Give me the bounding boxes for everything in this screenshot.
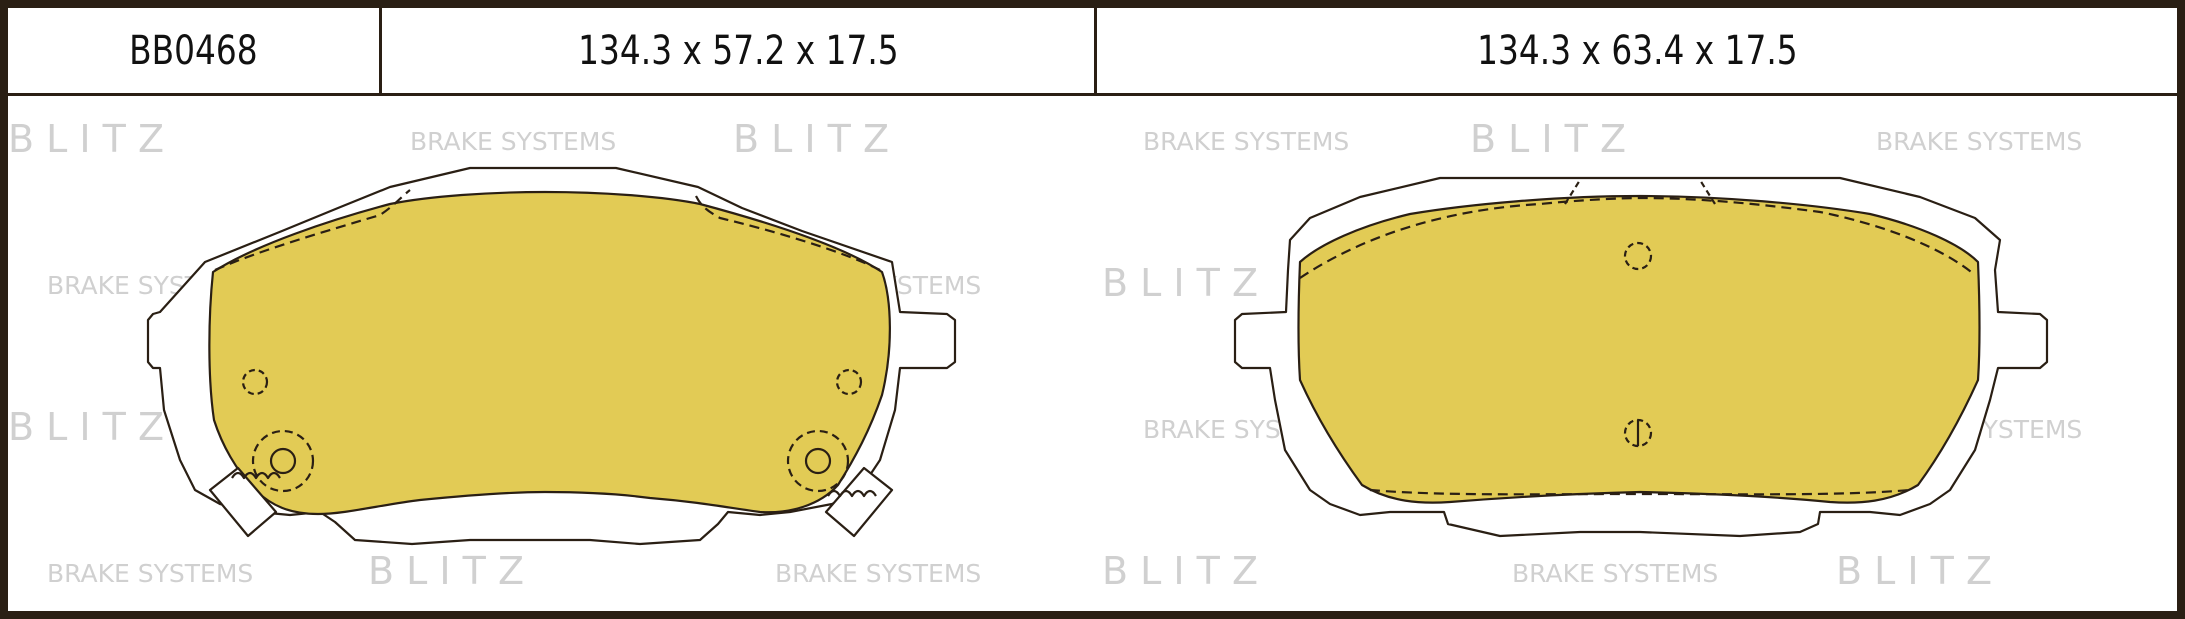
left-pad-dimple (835, 368, 863, 396)
right-dashed-edge (1369, 488, 1911, 496)
left-dimension-cell: 134.3 x 57.2 x 17.5 (382, 8, 1097, 93)
watermark-tagline: BRAKE SYSTEMS (410, 127, 616, 156)
right-dashed-edge (1299, 196, 1976, 279)
watermark-brand: B L I T Z (8, 405, 164, 449)
left-dashed-chamfer (214, 189, 411, 272)
watermark-brand: B L I T Z (368, 549, 524, 593)
right-dimension-cell: 134.3 x 63.4 x 17.5 (1097, 8, 2177, 93)
right-friction-pad (1297, 194, 1981, 504)
left-pad-clip-ring (804, 447, 832, 475)
left-pad-dimensions: 134.3 x 57.2 x 17.5 (577, 27, 899, 74)
watermark-tagline: BRAKE SYSTEMS (1876, 127, 2082, 156)
left-friction-pad (208, 190, 891, 516)
left-wear-spring (208, 466, 281, 538)
left-pad-dimple (241, 368, 269, 396)
watermark-brand: B L I T Z (1470, 117, 1626, 161)
code-cell: BB0468 (8, 8, 382, 93)
left-brake-pad (146, 166, 957, 546)
watermark-brand: B L I T Z (1102, 261, 1258, 305)
right-chamfer-mark (1564, 179, 1716, 205)
watermark-brand: B L I T Z (1836, 549, 1992, 593)
right-brake-pad (1233, 176, 2049, 538)
watermark-tagline: BRAKE SYSTEMS (1512, 559, 1718, 588)
watermark-brand: B L I T Z (8, 117, 164, 161)
watermark-tagline: BRAKE SYSTEMS (47, 559, 253, 588)
watermark-brand: B L I T Z (1102, 549, 1258, 593)
right-wear-spring (824, 466, 894, 538)
left-dashed-chamfer (695, 195, 881, 271)
left-pad-clip-ring (269, 447, 297, 475)
watermark-brand: B L I T Z (733, 117, 889, 161)
part-code: BB0468 (129, 27, 258, 74)
left-pad-clip-ring (251, 429, 315, 493)
left-pad-clip-ring (786, 429, 850, 493)
watermark-tagline: BRAKE SYSTEMS (1143, 127, 1349, 156)
header-table: BB0468 134.3 x 57.2 x 17.5 134.3 x 63.4 … (8, 8, 2177, 96)
right-pad-dimple (1623, 241, 1653, 271)
watermark-tagline: BRAKE SYSTEMS (775, 559, 981, 588)
right-pad-dimensions: 134.3 x 63.4 x 17.5 (1476, 27, 1798, 74)
